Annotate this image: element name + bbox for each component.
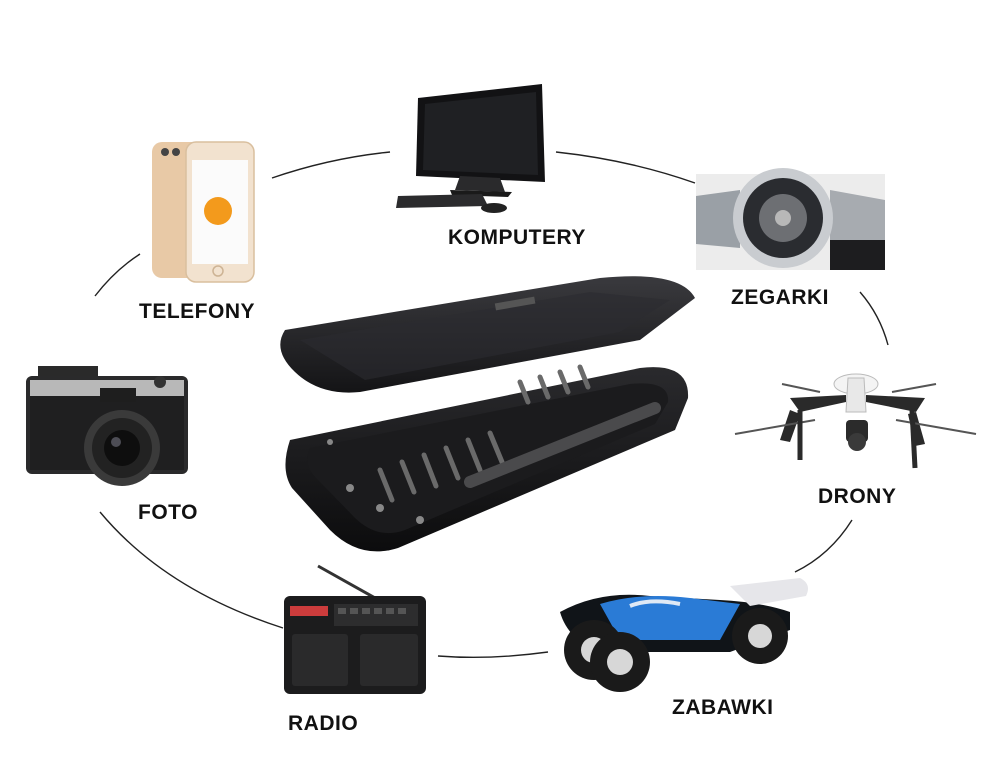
label-telefony: TELEFONY xyxy=(139,300,256,323)
label-radio: RADIO xyxy=(288,712,359,735)
label-zegarki: ZEGARKI xyxy=(731,286,829,309)
label-foto: FOTO xyxy=(138,501,198,524)
label-drony: DRONY xyxy=(818,485,897,508)
label-komputery: KOMPUTERY xyxy=(448,226,586,249)
label-zabawki: ZABAWKI xyxy=(672,696,774,719)
